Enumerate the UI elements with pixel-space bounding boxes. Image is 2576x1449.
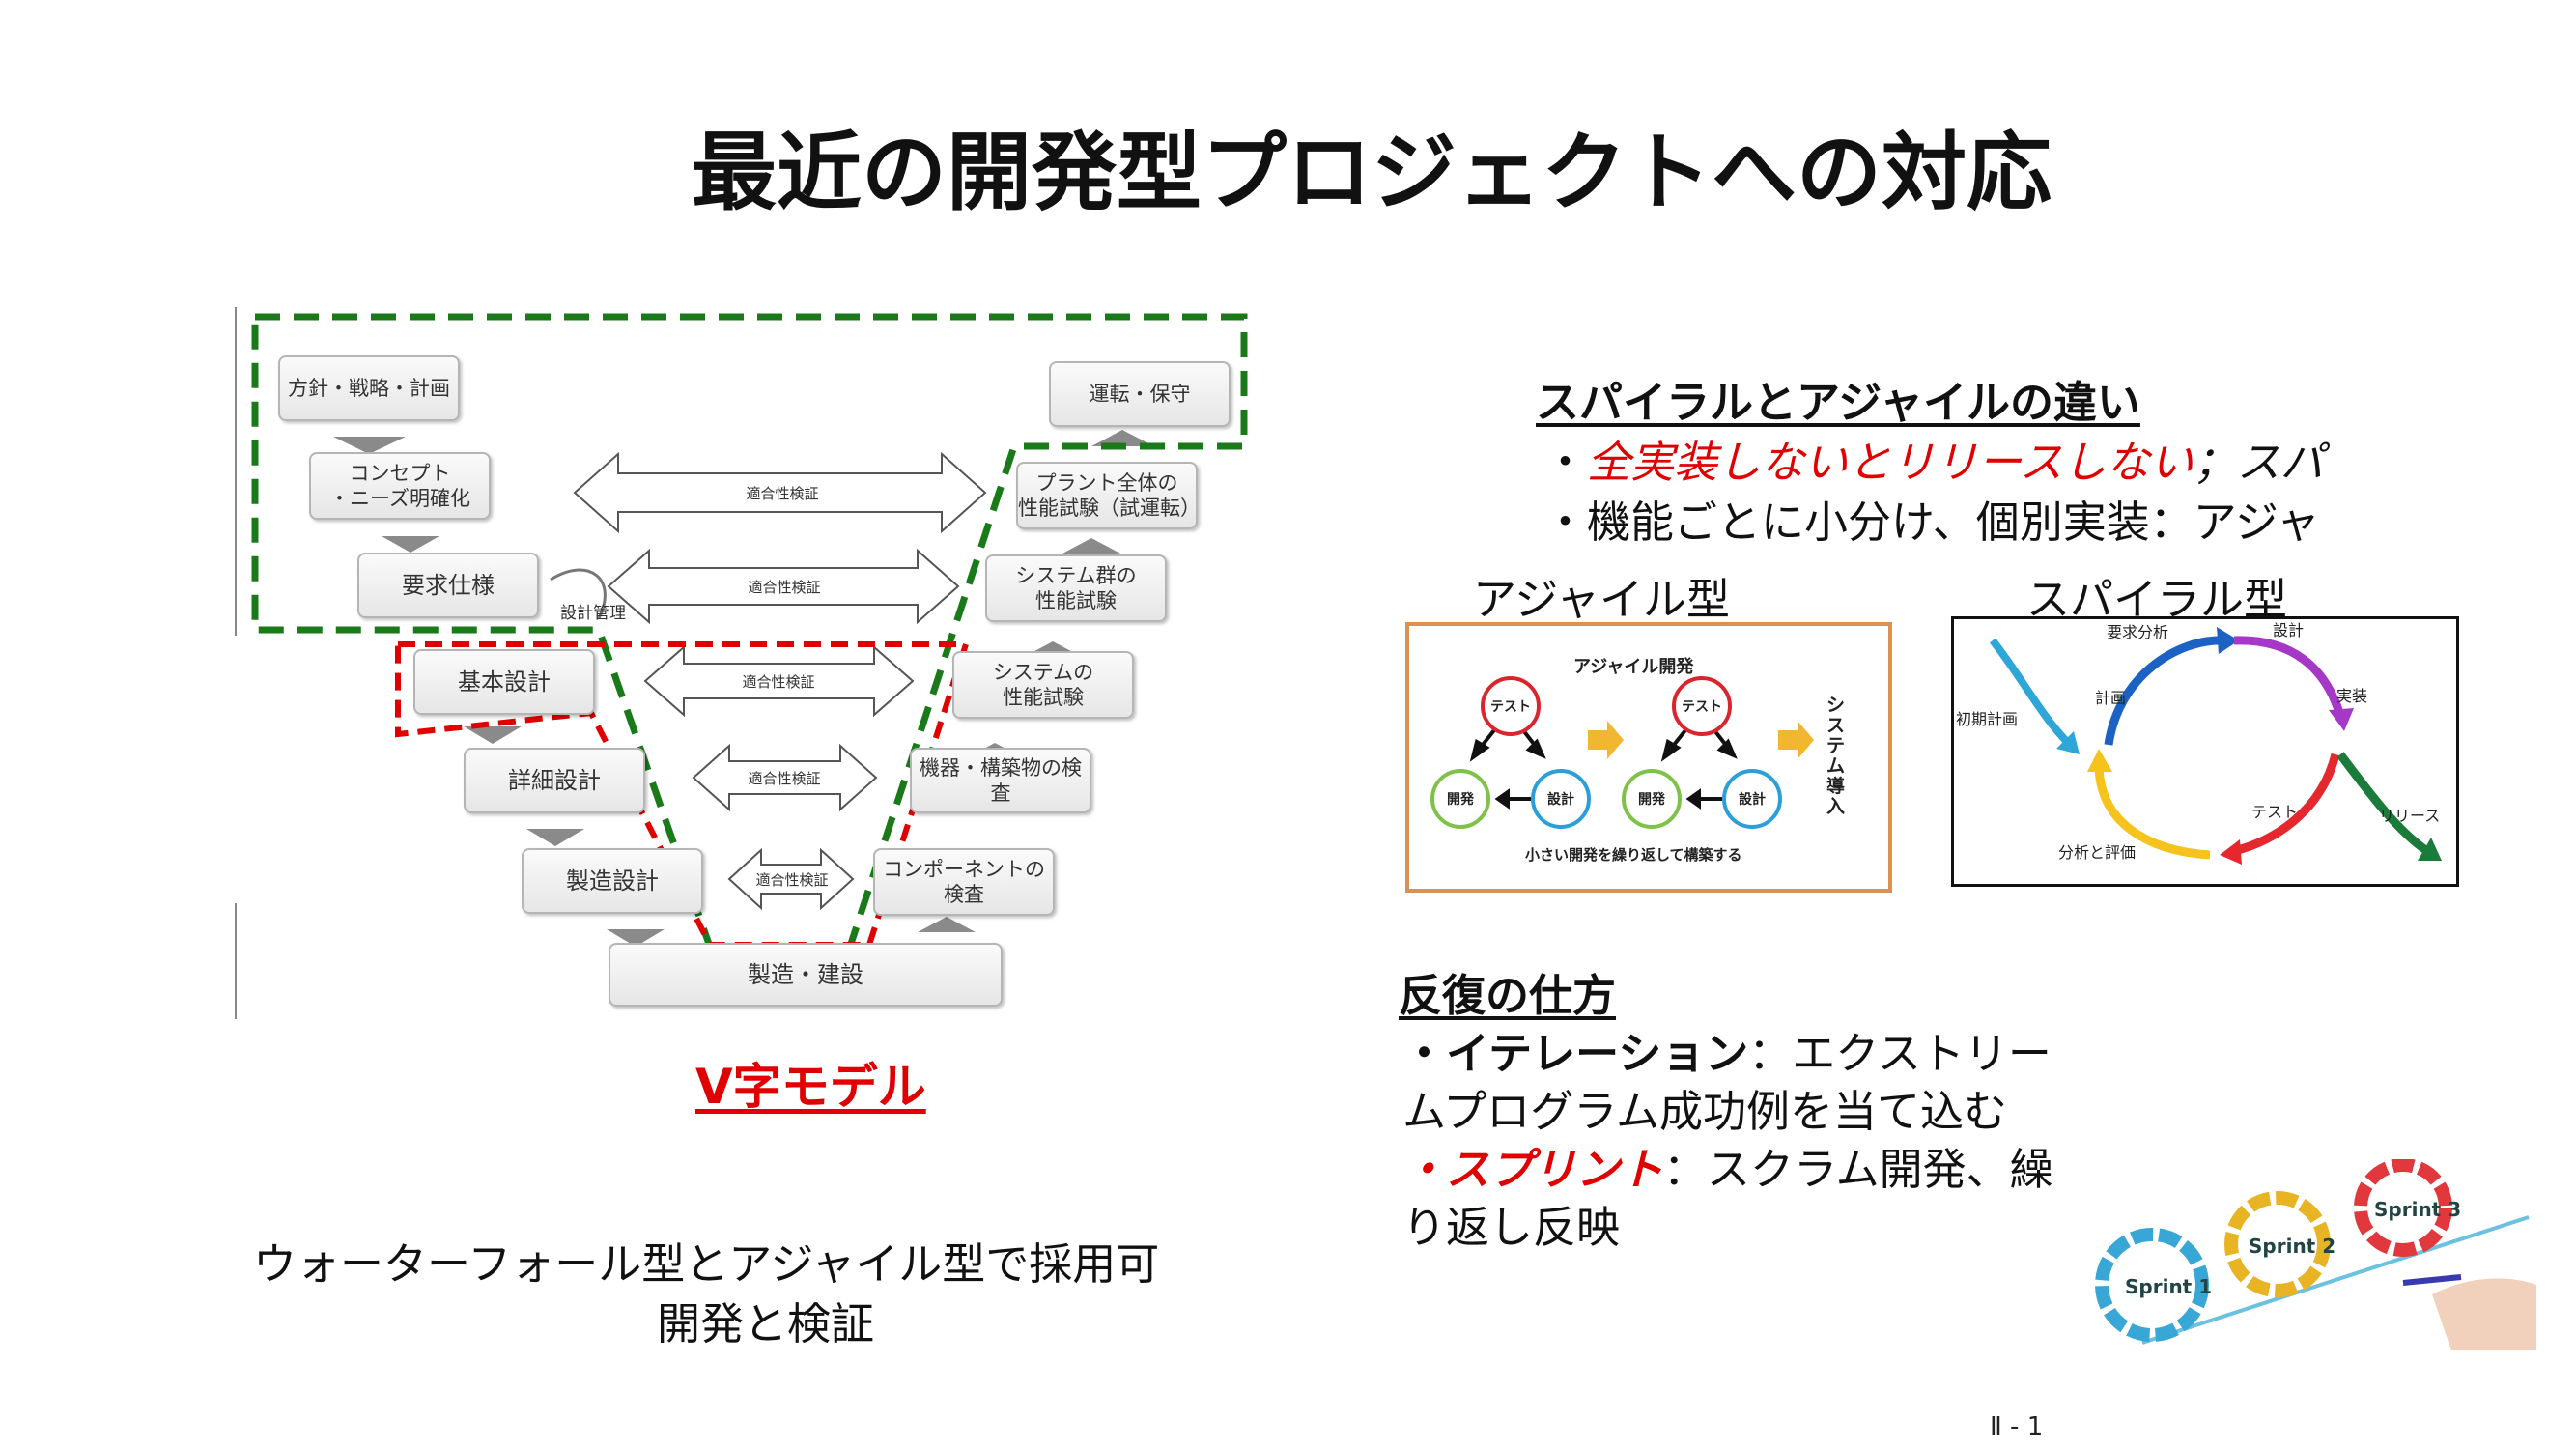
v-box-systems-test: システム群の 性能試験: [985, 554, 1167, 622]
verification-label: 適合性検証: [748, 579, 821, 596]
v-box-construction: 製造・建設: [609, 943, 1003, 1007]
page-title: 最近の開発型プロジェクトへの対応: [691, 123, 2052, 222]
agile-dev-circle-2: 開発: [1622, 769, 1682, 829]
spiral-implement: 実装: [2336, 687, 2368, 705]
agile-arrows: [1469, 721, 1814, 810]
sprint-2-label: Sprint 2: [2249, 1235, 2336, 1258]
verification-label: 適合性検証: [742, 673, 815, 691]
v-box-operation: 運転・保守: [1049, 361, 1231, 427]
spiral-arrows: [1989, 627, 2442, 865]
v-box-component-inspection: コンポーネントの 検査: [873, 848, 1055, 916]
v-box-system-test: システムの 性能試験: [952, 651, 1134, 719]
v-box-policy: 方針・戦略・計画: [278, 355, 460, 421]
agile-system-intro: システム導入: [1826, 695, 1846, 817]
v-box-detailed-design: 詳細設計: [464, 748, 645, 813]
agile-diagram: アジャイル開発 テスト 開発 設計 テスト 開発 設計 システム導入 小さい開発…: [1405, 622, 1892, 893]
verification-label: 適合性検証: [746, 485, 819, 502]
spiral-agile-heading: スパイラルとアジャイルの違い: [1536, 377, 2140, 428]
iteration-line4: り返し反映: [1402, 1202, 1621, 1253]
agile-dev-circle: 開発: [1430, 769, 1490, 829]
v-box-requirements: 要求仕様: [357, 553, 539, 618]
spiral-diagram: 初期計画 要求分析 設計 計画 実装 テスト リリース 分析と評価: [1951, 616, 2459, 887]
v-box-manufacturing-design: 製造設計: [522, 848, 703, 914]
spiral-agile-line2: ・機能ごとに小分け、個別実装：アジャ: [1543, 497, 2320, 548]
verification-label: 適合性検証: [755, 871, 829, 889]
agile-caption: 小さい開発を繰り返して構築する: [1525, 846, 1742, 864]
spiral-agile-line1: ・全実装しないとリリースしない；スパ: [1543, 437, 2324, 488]
iteration-line2: ムプログラム成功例を当て込む: [1402, 1086, 2007, 1137]
verification-label: 適合性検証: [748, 770, 821, 787]
sprint-3-label: Sprint 3: [2374, 1198, 2462, 1221]
spiral-release: リリース: [2379, 807, 2441, 825]
page-number: Ⅱ - 1: [1990, 1412, 2044, 1441]
agile-type-label: アジャイル型: [1473, 574, 1730, 625]
iteration-line3: ・スプリント：スクラム開発、繰: [1402, 1144, 2053, 1195]
v-box-plant-test: プラント全体の 性能試験（試運転）: [1016, 462, 1201, 529]
agile-test-circle-2: テスト: [1672, 676, 1732, 736]
spiral-test: テスト: [2251, 803, 2299, 821]
spiral-requirements: 要求分析: [2107, 623, 2169, 641]
v-box-concept: コンセプト ・ニーズ明確化: [309, 452, 491, 520]
sprint-illustration: Sprint 1 Sprint 2 Sprint 3: [2084, 1159, 2536, 1350]
spiral-analysis: 分析と評価: [2058, 843, 2137, 862]
sprint-graphic: [2095, 1159, 2536, 1350]
sprint-1-label: Sprint 1: [2125, 1275, 2213, 1298]
agile-title: アジャイル開発: [1573, 657, 1694, 677]
spiral-plan: 計画: [2095, 689, 2127, 707]
v-box-basic-design: 基本設計: [413, 649, 595, 715]
v-model-label: V字モデル: [695, 1059, 926, 1115]
iteration-heading: 反復の仕方: [1399, 970, 1617, 1021]
iteration-line1: ・イテレーション：エクストリー: [1402, 1028, 2052, 1079]
v-box-equipment-inspection: 機器・構築物の検査: [910, 748, 1091, 813]
verification-arrows: [573, 451, 987, 911]
agile-design-circle-2: 設計: [1722, 769, 1782, 829]
agile-test-circle: テスト: [1481, 676, 1541, 736]
left-caption-line2: 開発と検証: [657, 1298, 875, 1350]
left-caption-line1: ウォーターフォール型とアジャイル型で採用可: [253, 1238, 1160, 1290]
agile-design-circle: 設計: [1531, 769, 1591, 829]
design-management-label: 設計管理: [560, 604, 626, 623]
spiral-design: 設計: [2273, 621, 2305, 639]
spiral-initial-plan: 初期計画: [1956, 710, 2019, 728]
